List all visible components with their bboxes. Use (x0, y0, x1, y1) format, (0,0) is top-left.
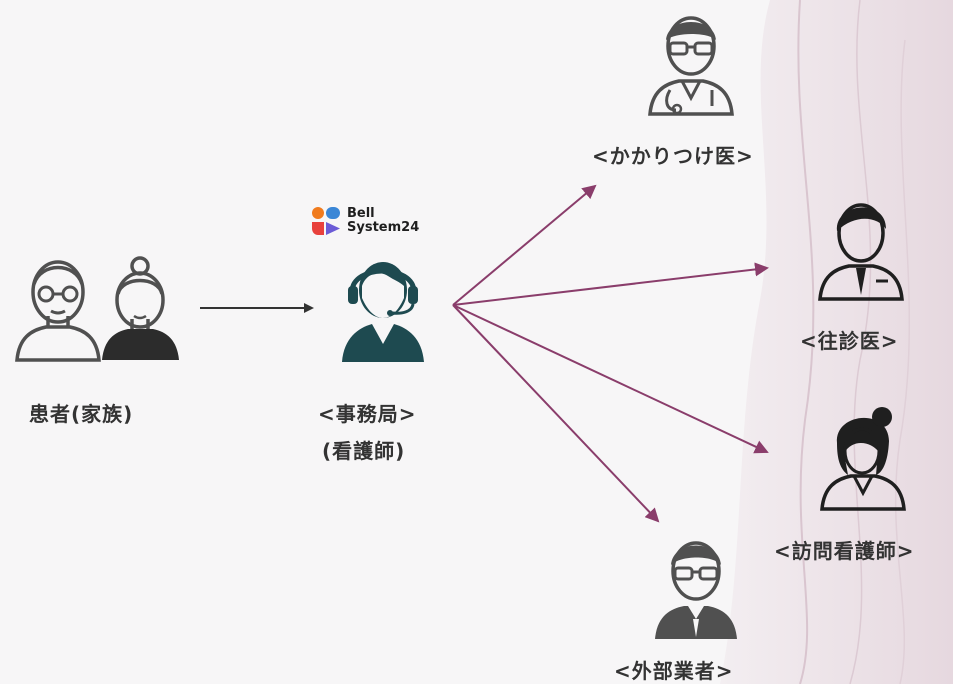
logo-line-2: System24 (347, 220, 420, 235)
elderly-man-icon (15, 260, 101, 362)
operator-headset-icon (342, 262, 424, 362)
male-doctor-icon (818, 203, 904, 301)
visiting-doctor-label: <往診医> (800, 329, 899, 353)
arrow-to-family-doctor (452, 184, 597, 306)
patient-label: 患者(家族) (29, 402, 134, 426)
office-label: <事務局> (318, 402, 417, 426)
logo-line-1: Bell (347, 206, 375, 221)
logo-wordmark: Bell System24 (347, 207, 419, 235)
arrow-to-external (452, 304, 660, 523)
elderly-woman-icon (102, 256, 179, 360)
external-label: <外部業者> (614, 659, 734, 683)
office-sub-label: (看護師) (322, 439, 406, 463)
doctor-stethoscope-icon (648, 16, 734, 116)
bell-system24-logo: Bell System24 (311, 206, 419, 236)
contractor-icon (655, 541, 737, 639)
family-doctor-label: <かかりつけ医> (592, 144, 754, 168)
arrow-to-visiting-doctor (452, 262, 769, 306)
visiting-nurse-label: <訪問看護師> (774, 539, 915, 563)
arrow-to-visiting-nurse (452, 304, 769, 454)
logo-mark-icon (312, 207, 340, 235)
female-nurse-icon (820, 407, 906, 511)
